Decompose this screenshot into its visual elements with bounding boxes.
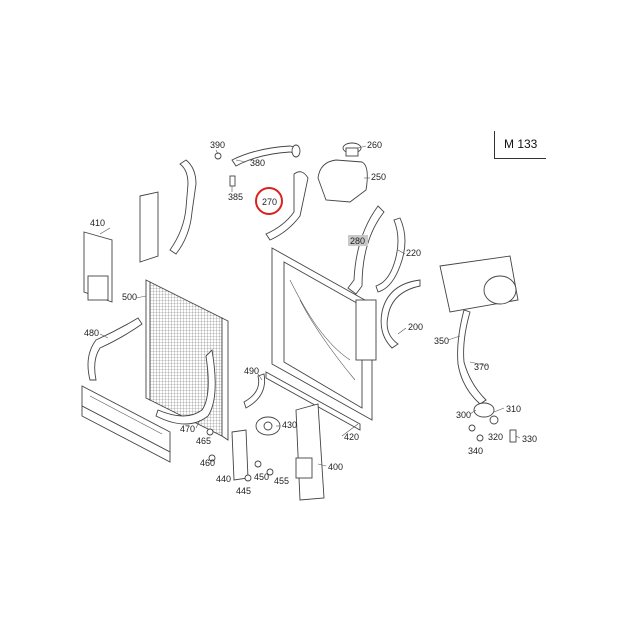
hose-490 [243, 373, 266, 409]
fitting-300 [473, 402, 499, 425]
label-450: 450 [254, 472, 269, 482]
bracket-upper [139, 191, 159, 263]
label-410: 410 [90, 218, 105, 228]
hose-470 [155, 349, 216, 425]
label-390: 390 [210, 140, 225, 150]
support-400 [295, 403, 325, 501]
radiator [265, 247, 377, 431]
bracket-410 [83, 231, 113, 303]
hose-220 [375, 217, 406, 293]
label-440: 440 [216, 474, 231, 484]
hose-270 [265, 171, 309, 241]
label-200: 200 [408, 322, 423, 332]
label-box-280 [348, 235, 368, 246]
label-250: 250 [371, 172, 386, 182]
hose-480 [87, 317, 143, 381]
label-220: 220 [406, 248, 421, 258]
label-445: 445 [236, 486, 251, 496]
label-320: 320 [488, 432, 503, 442]
hose-200 [380, 279, 421, 349]
label-400: 400 [328, 462, 343, 472]
label-280: 280 [350, 236, 365, 246]
bolt-330 [509, 429, 517, 443]
hose-380 [231, 144, 301, 167]
label-470: 470 [180, 424, 195, 434]
label-460: 460 [200, 458, 215, 468]
label-350: 350 [434, 336, 449, 346]
label-300: 300 [456, 410, 471, 420]
hose-left-vertical [169, 159, 197, 255]
highlight-circle-270 [255, 187, 283, 215]
label-480: 480 [84, 328, 99, 338]
fasteners [206, 152, 484, 482]
label-260: 260 [367, 140, 382, 150]
label-380: 380 [250, 158, 265, 168]
model-code: M 133 [504, 137, 538, 151]
label-500: 500 [122, 292, 137, 302]
label-430: 430 [282, 420, 297, 430]
hose-280 [347, 205, 385, 295]
label-490: 490 [244, 366, 259, 376]
label-330: 330 [522, 434, 537, 444]
label-455: 455 [274, 476, 289, 486]
label-370: 370 [474, 362, 489, 372]
label-465: 465 [196, 436, 211, 446]
leader-lines [99, 145, 521, 467]
expansion-tank [317, 142, 368, 203]
model-code-box [494, 131, 546, 159]
condenser [145, 279, 229, 441]
label-310: 310 [506, 404, 521, 414]
label-420: 420 [344, 432, 359, 442]
label-385: 385 [228, 192, 243, 202]
label-340: 340 [468, 446, 483, 456]
part-labels: 390 380 385 260 250 270 280 220 410 500 … [84, 140, 537, 496]
hose-350-370 [457, 309, 487, 405]
thermostat-housing [439, 255, 519, 313]
intercooler [81, 385, 171, 463]
bracket-440 [231, 429, 249, 481]
label-270: 270 [262, 197, 277, 207]
